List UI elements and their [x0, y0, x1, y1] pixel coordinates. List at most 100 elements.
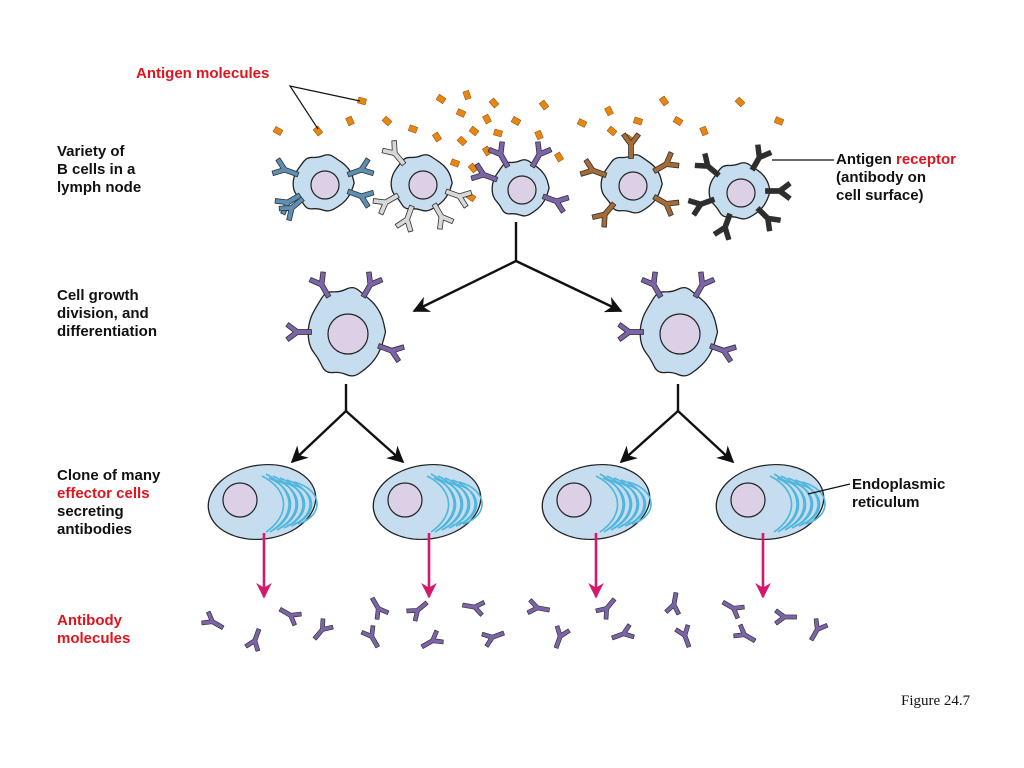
antigen-molecule — [658, 95, 670, 107]
antigen-receptor — [308, 271, 332, 299]
antigen-receptor — [591, 201, 617, 228]
effector-cell-2 — [372, 463, 483, 541]
antigen-molecule — [606, 125, 618, 137]
antigen-molecule — [554, 151, 564, 163]
antigen-molecule — [357, 96, 367, 106]
division-arrow-right — [515, 259, 623, 313]
effector-cell-3 — [541, 463, 652, 541]
clone-arrow-left — [290, 410, 347, 464]
clone-line-2-effector: effector cells — [57, 485, 150, 502]
free-antibody — [461, 600, 486, 617]
endoplasmic-reticulum — [426, 473, 483, 533]
endoplasmic-reticulum — [769, 473, 826, 533]
receptor-line-2: (antibody on — [836, 169, 926, 186]
clone-arrow-right — [677, 410, 735, 464]
er-fold — [623, 483, 647, 525]
b-cell-nucleus — [507, 175, 537, 205]
er-fold — [293, 481, 318, 525]
dividing-cell-left — [285, 271, 405, 377]
b-cell-nucleus — [659, 313, 701, 355]
free-antibody — [553, 625, 571, 649]
antigen-receptor — [755, 206, 782, 232]
receptor-highlight: receptor — [896, 151, 957, 168]
antigen-receptor — [278, 196, 305, 222]
antigen-receptor — [765, 181, 792, 201]
er-fold — [609, 479, 633, 529]
clone-arrows — [619, 384, 735, 464]
endoplasmic-reticulum — [595, 473, 652, 533]
variety-line-2: B cells in a — [57, 161, 136, 178]
antigen-molecule — [576, 118, 588, 128]
effector-cell-4 — [715, 463, 826, 541]
antibody-molecules-group — [201, 591, 829, 652]
antigen-receptor — [749, 144, 773, 172]
cell-growth-label: Cell growth division, and differentiatio… — [57, 287, 157, 341]
free-antibody — [595, 597, 617, 620]
antigen-molecule — [604, 105, 614, 117]
b-cell-black — [687, 144, 792, 241]
receptor-line-1: Antigen receptor — [836, 151, 956, 169]
antigen-molecule — [534, 129, 544, 141]
antigen-receptor — [377, 343, 405, 363]
antigen-receptor — [652, 151, 680, 174]
antigen-molecule — [462, 89, 472, 101]
antigen-receptor — [346, 188, 375, 209]
antigen-receptor — [431, 202, 455, 230]
free-antibody — [370, 596, 390, 620]
antigen-molecule — [455, 108, 467, 118]
er-label: Endoplasmic reticulum — [852, 476, 945, 512]
antigen-receptor — [621, 132, 641, 159]
antigen-molecule — [773, 116, 785, 126]
er-fold — [458, 481, 483, 525]
b-cell-nucleus — [726, 178, 756, 208]
free-antibody — [278, 607, 302, 627]
antigen-molecule — [510, 116, 522, 126]
er-fold — [783, 479, 807, 529]
free-antibody — [721, 600, 745, 620]
antigen-molecule — [538, 99, 550, 111]
er-line-2: reticulum — [852, 494, 920, 511]
division-arrows — [412, 222, 623, 313]
antigen-molecule — [312, 125, 324, 137]
antigen-receptor — [694, 152, 721, 178]
antigen-receptor — [652, 194, 680, 217]
antigen-molecule — [493, 128, 503, 138]
antigen-receptor — [692, 271, 716, 299]
antigen-receptor — [541, 193, 570, 214]
er-fold — [627, 481, 652, 525]
endoplasmic-reticulum — [261, 473, 318, 533]
antibody-line-2: molecules — [57, 630, 131, 647]
receptor-line-3: cell surface) — [836, 187, 924, 204]
growth-line-3: differentiation — [57, 323, 157, 340]
antigen-molecule — [272, 126, 284, 136]
b-cell-nucleus — [408, 170, 438, 200]
b-cell-purple — [470, 141, 570, 217]
antigen-receptor — [285, 322, 312, 342]
free-antibody — [312, 618, 334, 641]
er-line-1: Endoplasmic — [852, 476, 946, 493]
free-antibody — [244, 628, 262, 652]
er-fold — [595, 475, 619, 533]
antigen-receptor — [617, 322, 644, 342]
er-fold — [426, 475, 450, 533]
er-fold — [268, 477, 292, 531]
free-antibody — [420, 629, 444, 649]
antigen-receptor — [470, 162, 499, 183]
antigen-receptor — [529, 141, 553, 169]
clone-arrow-right — [345, 410, 405, 464]
er-fold — [289, 483, 313, 525]
variety-line-1: Variety of — [57, 143, 125, 160]
free-antibody — [611, 623, 635, 641]
free-antibody — [481, 630, 505, 648]
effector-cell-nucleus — [556, 482, 592, 518]
er-fold — [261, 475, 285, 533]
effector-cell-nucleus — [387, 482, 423, 518]
receptor-prefix: Antigen — [836, 151, 896, 168]
antigen-molecule — [431, 131, 443, 143]
effector-cell-nucleus — [730, 482, 766, 518]
clone-line-1: Clone of many — [57, 467, 161, 484]
variety-line-3: lymph node — [57, 179, 142, 196]
er-fold — [602, 477, 626, 531]
